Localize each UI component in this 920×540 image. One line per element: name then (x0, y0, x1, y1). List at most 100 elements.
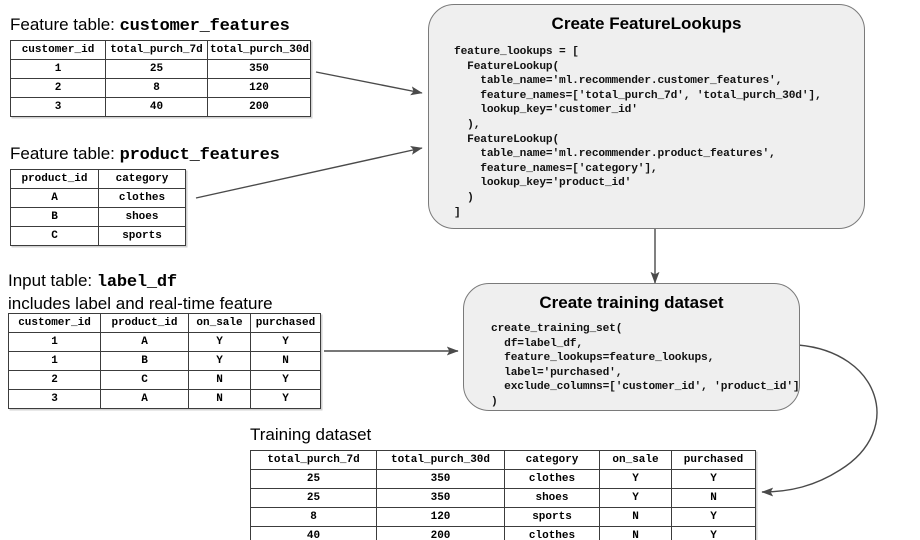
table-label-df: customer_id product_id on_sale purchased… (8, 313, 321, 409)
column-header: purchased (671, 450, 756, 470)
cell: 8 (105, 78, 208, 98)
cell: 200 (376, 526, 505, 540)
cell: C (10, 226, 99, 246)
cell: 350 (376, 469, 505, 489)
box-create-featurelookups[interactable]: Create FeatureLookups feature_lookups = … (428, 4, 865, 229)
box-create-training-dataset[interactable]: Create training dataset create_training_… (463, 283, 800, 411)
caption-table-name: label_df (96, 273, 177, 292)
cell: 1 (10, 59, 106, 79)
table-header-row: customer_id total_purch_7d total_purch_3… (10, 40, 311, 60)
cell: Y (250, 332, 321, 352)
cell: Y (599, 469, 672, 489)
table-row: 1 B Y N (8, 351, 321, 371)
table-row: 2 8 120 (10, 78, 311, 98)
box-title: Create FeatureLookups (551, 14, 742, 33)
cell: 3 (8, 389, 101, 409)
caption-prefix: Input table: (8, 271, 97, 290)
caption-label-df: Input table: label_df includes label and… (8, 270, 273, 314)
cell: N (188, 370, 251, 390)
caption-prefix: Feature table: (10, 144, 120, 163)
table-row: 3 A N Y (8, 389, 321, 409)
cell: Y (671, 469, 756, 489)
column-header: total_purch_30d (376, 450, 505, 470)
cell: C (100, 370, 189, 390)
column-header: customer_id (10, 40, 106, 60)
cell: B (100, 351, 189, 371)
column-header: total_purch_30d (207, 40, 311, 60)
cell: 200 (207, 97, 311, 117)
caption-product-features: Feature table: product_features (10, 143, 280, 166)
cell: Y (671, 526, 756, 540)
cell: N (250, 351, 321, 371)
cell: 350 (376, 488, 505, 508)
cell: 120 (376, 507, 505, 527)
cell: N (188, 389, 251, 409)
column-header: on_sale (599, 450, 672, 470)
column-header: purchased (250, 313, 321, 333)
table-row: C sports (10, 226, 186, 246)
arrow-customer-features-to-lookups (315, 71, 423, 96)
table-row: A clothes (10, 188, 186, 208)
cell: A (100, 389, 189, 409)
table-row: 40 200 clothes N Y (250, 526, 756, 540)
table-row: B shoes (10, 207, 186, 227)
cell: Y (188, 332, 251, 352)
cell: 120 (207, 78, 311, 98)
cell: 25 (105, 59, 208, 79)
cell: 350 (207, 59, 311, 79)
cell: shoes (504, 488, 600, 508)
caption-line-1: Input table: label_df (8, 270, 273, 293)
column-header: total_purch_7d (250, 450, 377, 470)
table-row: 25 350 clothes Y Y (250, 469, 756, 489)
caption-training-dataset: Training dataset (250, 425, 372, 444)
table-training-dataset: total_purch_7d total_purch_30d category … (250, 450, 756, 540)
column-header: category (504, 450, 600, 470)
cell: N (671, 488, 756, 508)
cell: Y (599, 488, 672, 508)
column-header: total_purch_7d (105, 40, 208, 60)
caption-table-name: customer_features (119, 17, 290, 36)
cell: 1 (8, 351, 101, 371)
cell: B (10, 207, 99, 227)
column-header: category (98, 169, 186, 189)
cell: Y (671, 507, 756, 527)
table-row: 2 C N Y (8, 370, 321, 390)
cell: 40 (105, 97, 208, 117)
cell: 40 (250, 526, 377, 540)
cell: 2 (8, 370, 101, 390)
cell: N (599, 507, 672, 527)
table-row: 1 25 350 (10, 59, 311, 79)
cell: A (10, 188, 99, 208)
cell: sports (504, 507, 600, 527)
cell: Y (188, 351, 251, 371)
table-header-row: total_purch_7d total_purch_30d category … (250, 450, 756, 470)
table-header-row: customer_id product_id on_sale purchased (8, 313, 321, 333)
cell: 25 (250, 469, 377, 489)
caption-line-2: includes label and real-time feature (8, 294, 273, 313)
cell: 8 (250, 507, 377, 527)
cell: Y (250, 389, 321, 409)
cell: 3 (10, 97, 106, 117)
cell: 25 (250, 488, 377, 508)
table-row: 8 120 sports N Y (250, 507, 756, 527)
caption-table-name: product_features (119, 146, 280, 165)
table-row: 3 40 200 (10, 97, 311, 117)
cell: 1 (8, 332, 101, 352)
table-row: 1 A Y Y (8, 332, 321, 352)
table-product-features: product_id category A clothes B shoes C … (10, 169, 186, 246)
column-header: product_id (100, 313, 189, 333)
table-row: 25 350 shoes Y N (250, 488, 756, 508)
table-customer-features: customer_id total_purch_7d total_purch_3… (10, 40, 311, 117)
column-header: customer_id (8, 313, 101, 333)
cell: clothes (504, 526, 600, 540)
code-featurelookups: feature_lookups = [ FeatureLookup( table… (454, 46, 822, 219)
cell: clothes (98, 188, 186, 208)
cell: A (100, 332, 189, 352)
code-create-training-set: create_training_set( df=label_df, featur… (491, 323, 800, 408)
cell: Y (250, 370, 321, 390)
cell: shoes (98, 207, 186, 227)
cell: N (599, 526, 672, 540)
caption-prefix: Feature table: (10, 15, 120, 34)
box-title: Create training dataset (539, 293, 724, 312)
